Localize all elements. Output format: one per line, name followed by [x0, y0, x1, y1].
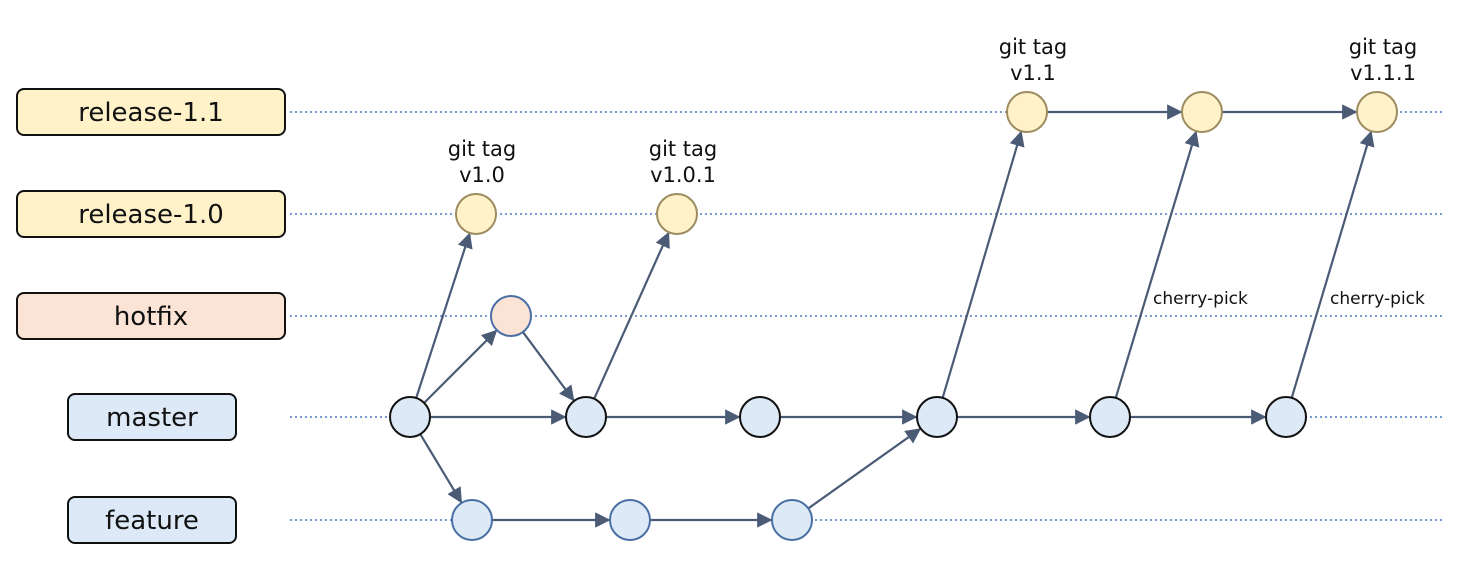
tag-version-label: v1.0.1 [650, 163, 716, 187]
tag-command-label: git tag [448, 137, 517, 161]
branch-label-feature: feature [105, 506, 199, 536]
branch-box-bg [67, 496, 237, 544]
tag-version-label: v1.0 [459, 163, 505, 187]
cherry-pick-label-1: cherry-pick [1153, 289, 1248, 309]
commit-m1 [389, 396, 431, 438]
branch-box-bg [67, 393, 237, 441]
edge-m5-to-r11b [1114, 130, 1200, 399]
commit-edges [415, 104, 1375, 528]
tag-command-label: git tag [1349, 35, 1418, 59]
edge-m1-to-h1 [423, 329, 498, 404]
commit-nodes [389, 91, 1398, 541]
commit-m5 [1089, 396, 1131, 438]
branch-label-hotfix: hotfix [114, 302, 188, 332]
edge-m6-to-r11c [1290, 130, 1375, 399]
tag-version-label: v1.1.1 [1350, 61, 1416, 85]
edge-f3-to-m4 [807, 428, 922, 510]
tag-version-label: v1.1 [1010, 61, 1056, 85]
branch-label-master: master [106, 403, 198, 433]
commit-h1 [490, 295, 532, 337]
commit-r11c [1356, 91, 1398, 133]
branch-labels: release-1.1 release-1.0 hotfix master featur… [16, 88, 286, 544]
edge-m2-to-r10b [593, 231, 670, 400]
commit-r10b [656, 193, 698, 235]
edge-m1-to-f1 [419, 433, 463, 504]
edge-m1-to-r10a [415, 232, 473, 399]
commit-r11a [1006, 91, 1048, 133]
edge-m4-to-r11a [941, 130, 1025, 399]
branch-box-release-1.1: release-1.1 [16, 88, 286, 136]
commit-f1 [451, 499, 493, 541]
commit-f3 [771, 499, 813, 541]
commit-r11b [1181, 91, 1223, 133]
tag-command-label: git tag [999, 35, 1068, 59]
commit-r10a [455, 193, 497, 235]
branch-label-release-1.0: release-1.0 [78, 200, 224, 230]
tag-command-label: git tag [649, 137, 718, 161]
commit-m4 [916, 396, 958, 438]
branch-box-bg [16, 292, 286, 340]
branch-box-bg [16, 190, 286, 238]
commit-m3 [739, 396, 781, 438]
edge-h1-to-m2 [522, 331, 575, 402]
branch-box-master: master [67, 393, 237, 441]
cherry-pick-label-2: cherry-pick [1330, 289, 1425, 309]
branch-label-release-1.1: release-1.1 [78, 98, 224, 128]
branch-box-feature: feature [67, 496, 237, 544]
branch-box-bg [16, 88, 286, 136]
commit-m6 [1265, 396, 1307, 438]
commit-m2 [565, 396, 607, 438]
branch-box-hotfix: hotfix [16, 292, 286, 340]
branch-box-release-1.0: release-1.0 [16, 190, 286, 238]
commit-f2 [609, 499, 651, 541]
